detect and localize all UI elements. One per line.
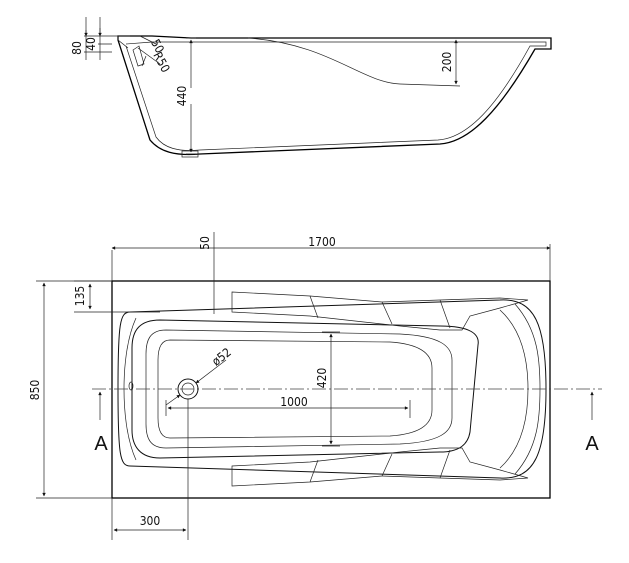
dim-inner-width: 420: [315, 368, 329, 389]
section-label-left: A: [94, 433, 108, 455]
drain-inner: [181, 382, 195, 396]
dim-drain-offset: 300: [140, 514, 161, 528]
side-view-outer-shell: [117, 35, 552, 156]
dim-depth: 440: [175, 86, 189, 107]
armrest-bottom: [231, 447, 529, 487]
dim-inner-length: 1000: [280, 395, 308, 409]
side-view: 80 40 50 R50 440 200: [70, 17, 552, 158]
dim-overflow-b: R50: [150, 49, 172, 74]
dim-rim-height: 80: [70, 41, 84, 55]
side-view-overflow: [132, 45, 145, 67]
dim-offset-50: 50: [198, 236, 212, 250]
top-view-floor: [131, 319, 479, 459]
top-view-outer-rim: [111, 280, 551, 499]
backrest-curve: [247, 37, 461, 87]
dim-offset-135: 135: [73, 286, 87, 307]
dim-width: 850: [28, 380, 42, 401]
top-view: 1700 50 135 850 ø52 420 1000 300 A A: [28, 232, 602, 540]
armrest-top: [231, 291, 529, 331]
dim-drain-diameter: ø52: [209, 345, 234, 369]
top-view-inner-basin: [117, 299, 547, 479]
overflow-marker: [128, 381, 134, 391]
side-view-back-rim: [117, 36, 129, 49]
dim-backrest: 200: [440, 52, 454, 73]
section-label-right: A: [585, 433, 599, 455]
dim-rim-thickness: 40: [84, 37, 98, 51]
dim-overflow-a: 50: [148, 37, 167, 56]
side-view-inner-surface: [125, 41, 547, 151]
dim-length: 1700: [308, 235, 336, 249]
